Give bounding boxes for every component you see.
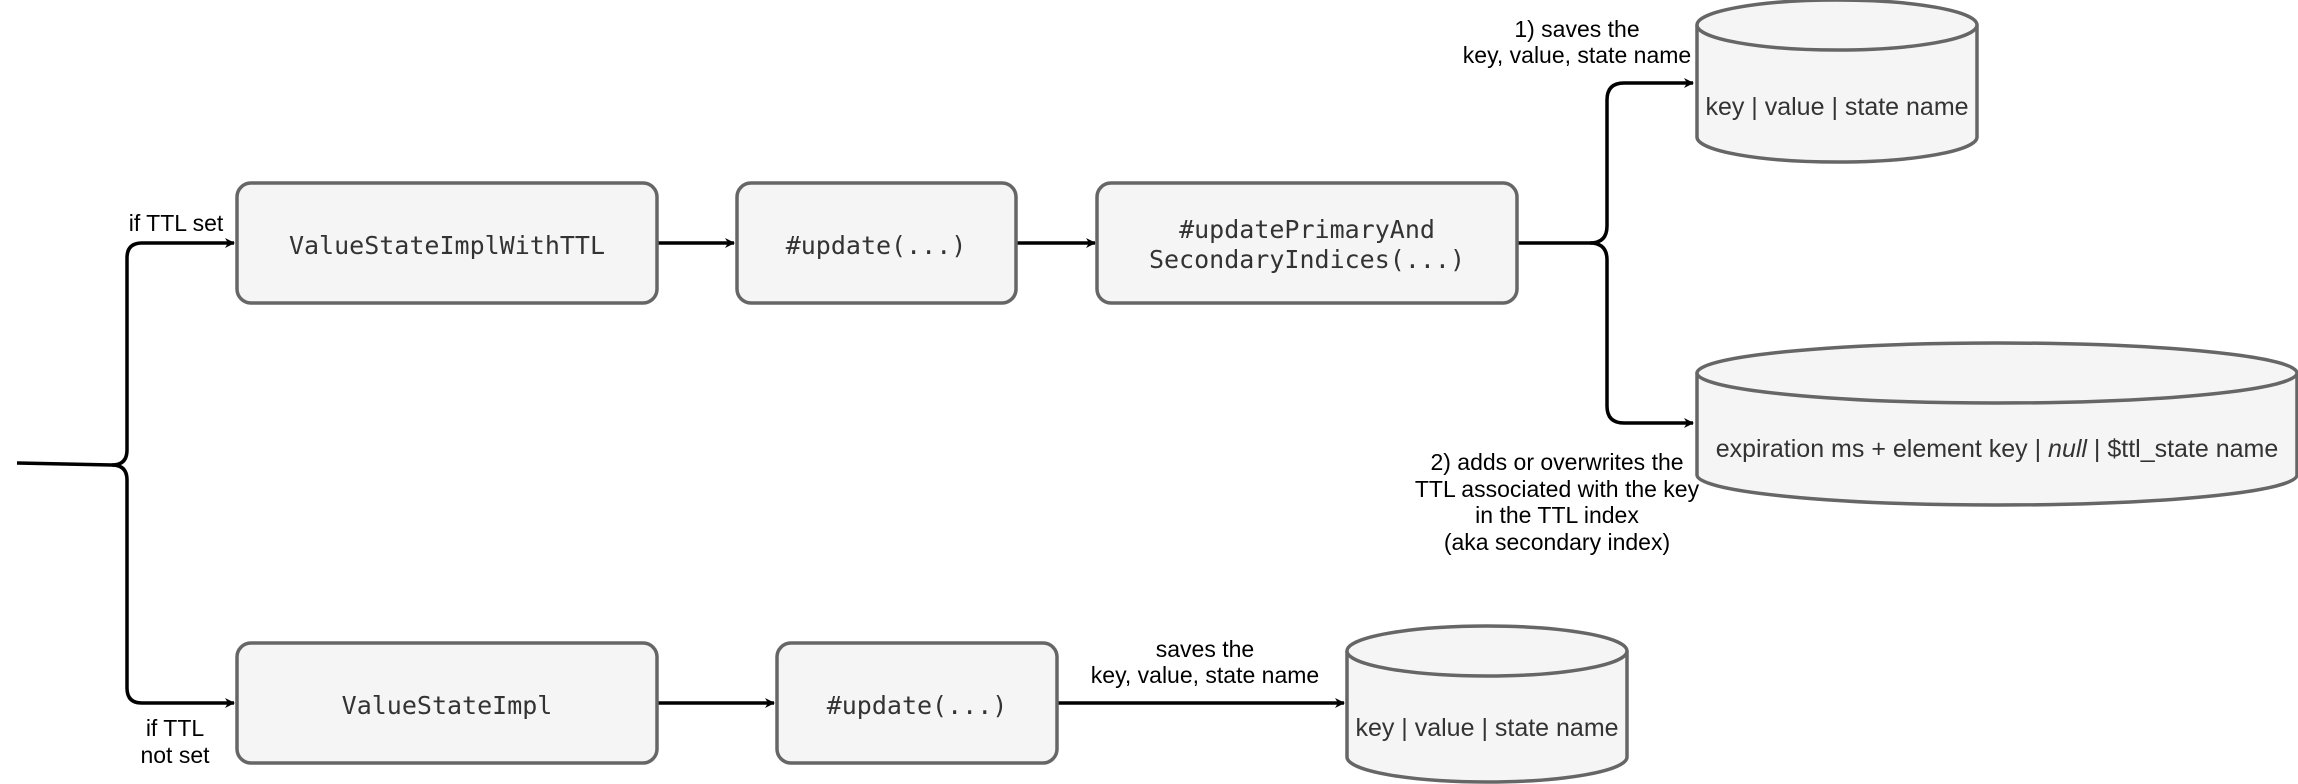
- edge-entry-branch: [16, 238, 235, 467]
- label-step2-line3: in the TTL index: [1475, 502, 1639, 528]
- label-step1-line1: 1) saves the: [1514, 16, 1639, 42]
- label-if-ttl-not-set-line1: if TTL: [146, 715, 205, 741]
- store-label: key | value | state name: [1355, 714, 1618, 742]
- edge-indices-to-primary: [1517, 78, 1694, 245]
- label-step1-line2: key, value, state name: [1463, 42, 1691, 68]
- node-label: ValueStateImpl: [342, 691, 553, 720]
- store-label: expiration ms + element key | null | $tt…: [1716, 435, 2279, 463]
- node-label: #update(...): [786, 231, 967, 260]
- node-label: #update(...): [827, 691, 1008, 720]
- node-label-line1: #updatePrimaryAnd: [1179, 215, 1435, 244]
- label-plain-save-line2: key, value, state name: [1091, 662, 1319, 688]
- label-step2-line4: (aka secondary index): [1444, 529, 1670, 555]
- label-step2-line2: TTL associated with the key: [1415, 476, 1700, 502]
- node-label: ValueStateImplWithTTL: [289, 231, 605, 260]
- label-if-ttl-set: if TTL set: [129, 210, 224, 236]
- store-secondary-ttl: expiration ms + element key | null | $tt…: [1695, 341, 2298, 507]
- node-value-state-impl-with-ttl: ValueStateImplWithTTL: [235, 181, 659, 305]
- edges: [16, 78, 1694, 708]
- edge-indices-to-secondary: [1589, 241, 1694, 428]
- label-if-ttl-not-set-line2: not set: [140, 742, 210, 768]
- store-primary-plain: key | value | state name: [1345, 624, 1629, 784]
- node-update-plain: #update(...): [775, 641, 1059, 765]
- node-label-line2: SecondaryIndices(...): [1149, 245, 1465, 274]
- label-plain-save-line1: saves the: [1156, 636, 1254, 662]
- store-label: key | value | state name: [1705, 93, 1968, 121]
- node-update-primary-secondary: #updatePrimaryAnd SecondaryIndices(...): [1095, 181, 1519, 305]
- node-value-state-impl: ValueStateImpl: [235, 641, 659, 765]
- edge-entry-no-ttl: [111, 463, 235, 708]
- store-primary-ttl: key | value | state name: [1695, 0, 1979, 164]
- label-step2-line1: 2) adds or overwrites the: [1430, 449, 1683, 475]
- node-update-ttl: #update(...): [735, 181, 1018, 305]
